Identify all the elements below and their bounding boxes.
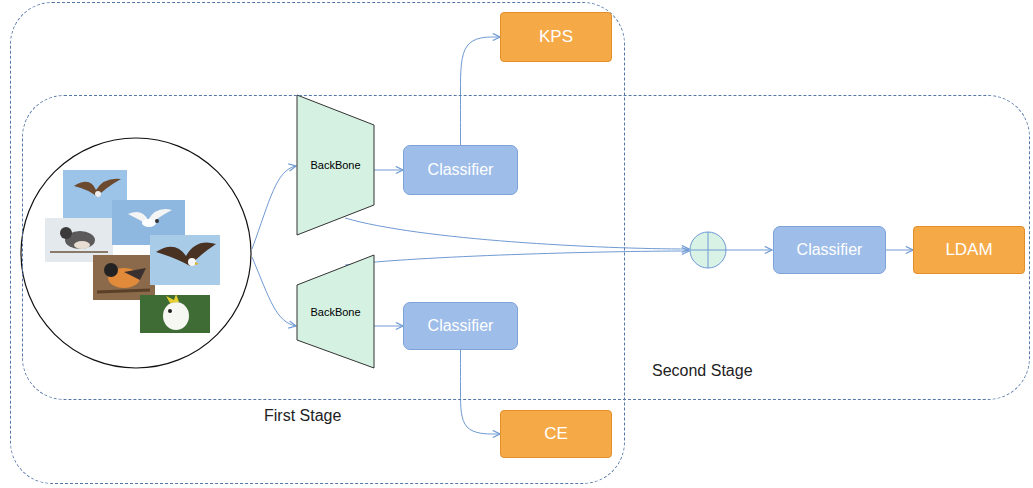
classifier-box: Classifier (403, 302, 518, 350)
stage-region: KPSBackBoneClassifierBackBoneClassifierC… (10, 2, 625, 484)
loss-box: CE (500, 410, 612, 458)
classifier-label: Classifier (797, 241, 863, 259)
feature-line (345, 218, 689, 249)
backbone-shape (297, 95, 374, 235)
stage-label-holder: First Stage (264, 407, 341, 425)
loss-box: LDAM (913, 226, 1025, 274)
stage-region: ClassifierLDAMSecond Stage (22, 95, 1030, 400)
feature-line (345, 251, 689, 265)
backbone-label: BackBone (310, 306, 360, 318)
bird-photo (93, 255, 155, 300)
bird-photo (150, 235, 220, 285)
backbone-block: BackBone (297, 95, 374, 235)
bird-photo (140, 294, 210, 333)
connector-arrow (374, 170, 403, 171)
connector-arrow (886, 250, 913, 251)
backbone-label: BackBone (310, 159, 360, 171)
concat-symbol (708, 232, 709, 268)
loss-label: LDAM (945, 240, 992, 260)
input-line (252, 166, 296, 249)
connector-arrow (461, 350, 501, 434)
stage-label-holder: Second Stage (652, 362, 753, 380)
stage-label: First Stage (264, 407, 341, 424)
backbone-block: BackBone (297, 255, 374, 368)
feature-line (726, 250, 772, 251)
loss-box: KPS (500, 12, 612, 62)
stage-label: Second Stage (652, 362, 753, 379)
connector-arrow (374, 326, 403, 327)
classifier-box: Classifier (773, 226, 886, 274)
input-line (252, 257, 296, 326)
connector-arrow (461, 37, 501, 145)
classifier-label: Classifier (428, 161, 494, 179)
loss-label: KPS (539, 27, 573, 47)
loss-label: CE (544, 424, 568, 444)
dataset-circle (21, 138, 251, 368)
classifier-box: Classifier (403, 145, 518, 195)
backbone-shape (297, 255, 374, 368)
classifier-label: Classifier (428, 317, 494, 335)
concat-symbol (690, 232, 726, 268)
